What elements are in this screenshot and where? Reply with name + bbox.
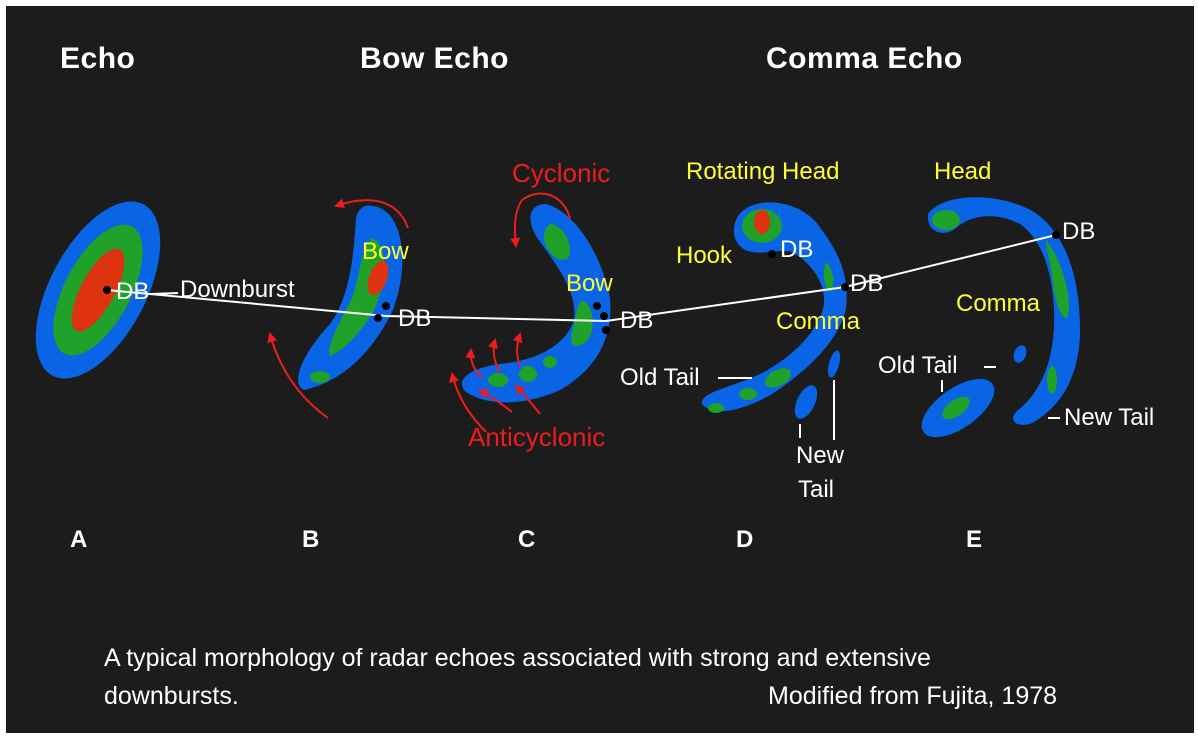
stage-letter-c: C: [518, 528, 535, 552]
echo-a: [10, 182, 186, 398]
head-label: Head: [934, 160, 991, 184]
db-label-c: DB: [620, 309, 653, 333]
hook-label: Hook: [676, 244, 732, 268]
db-point-b2: [374, 314, 382, 322]
bow-label-b: Bow: [362, 240, 409, 264]
stage-letter-b: B: [302, 528, 319, 552]
db-point-d1: [768, 250, 776, 258]
stage-letter-a: A: [70, 528, 87, 552]
stage-letter-d: D: [736, 528, 753, 552]
db-point-c1: [593, 302, 601, 310]
comma-label-e: Comma: [956, 292, 1040, 316]
comma-label-d: Comma: [776, 310, 860, 334]
new-tail-label-d-line2: Tail: [798, 478, 834, 502]
caption-line-1: A typical morphology of radar echoes ass…: [104, 646, 931, 671]
old-tail-label-e: Old Tail: [878, 354, 958, 378]
new-tail-label-d-line1: New: [796, 444, 844, 468]
echo-c: [462, 204, 610, 402]
db-point-c3: [602, 326, 610, 334]
caption-credit: Modified from Fujita, 1978: [768, 684, 1057, 709]
echo-b: [298, 206, 402, 391]
db-label-a: DB: [116, 280, 149, 304]
caption-line-2: downbursts.: [104, 684, 239, 709]
db-label-e: DB: [1062, 220, 1095, 244]
new-tail-label-e: New Tail: [1064, 406, 1154, 430]
rotating-head-label: Rotating Head: [686, 160, 839, 184]
db-point-c2: [600, 312, 608, 320]
old-tail-label-d: Old Tail: [620, 366, 700, 390]
db-point-d2: [841, 283, 849, 291]
db-point-a: [103, 286, 111, 294]
downburst-label: Downburst: [180, 278, 295, 302]
heading-comma-echo: Comma Echo: [766, 44, 963, 74]
heading-echo: Echo: [60, 44, 135, 74]
heading-bow-echo: Bow Echo: [360, 44, 509, 74]
db-label-b: DB: [398, 307, 431, 331]
db-label-d2: DB: [850, 272, 883, 296]
stage-letter-e: E: [966, 528, 982, 552]
cyclonic-label: Cyclonic: [512, 160, 610, 186]
db-label-d1: DB: [780, 238, 813, 262]
db-point-e: [1052, 231, 1060, 239]
db-point-b1: [382, 302, 390, 310]
anticyclonic-label: Anticyclonic: [468, 424, 605, 450]
bow-label-c: Bow: [566, 272, 613, 296]
